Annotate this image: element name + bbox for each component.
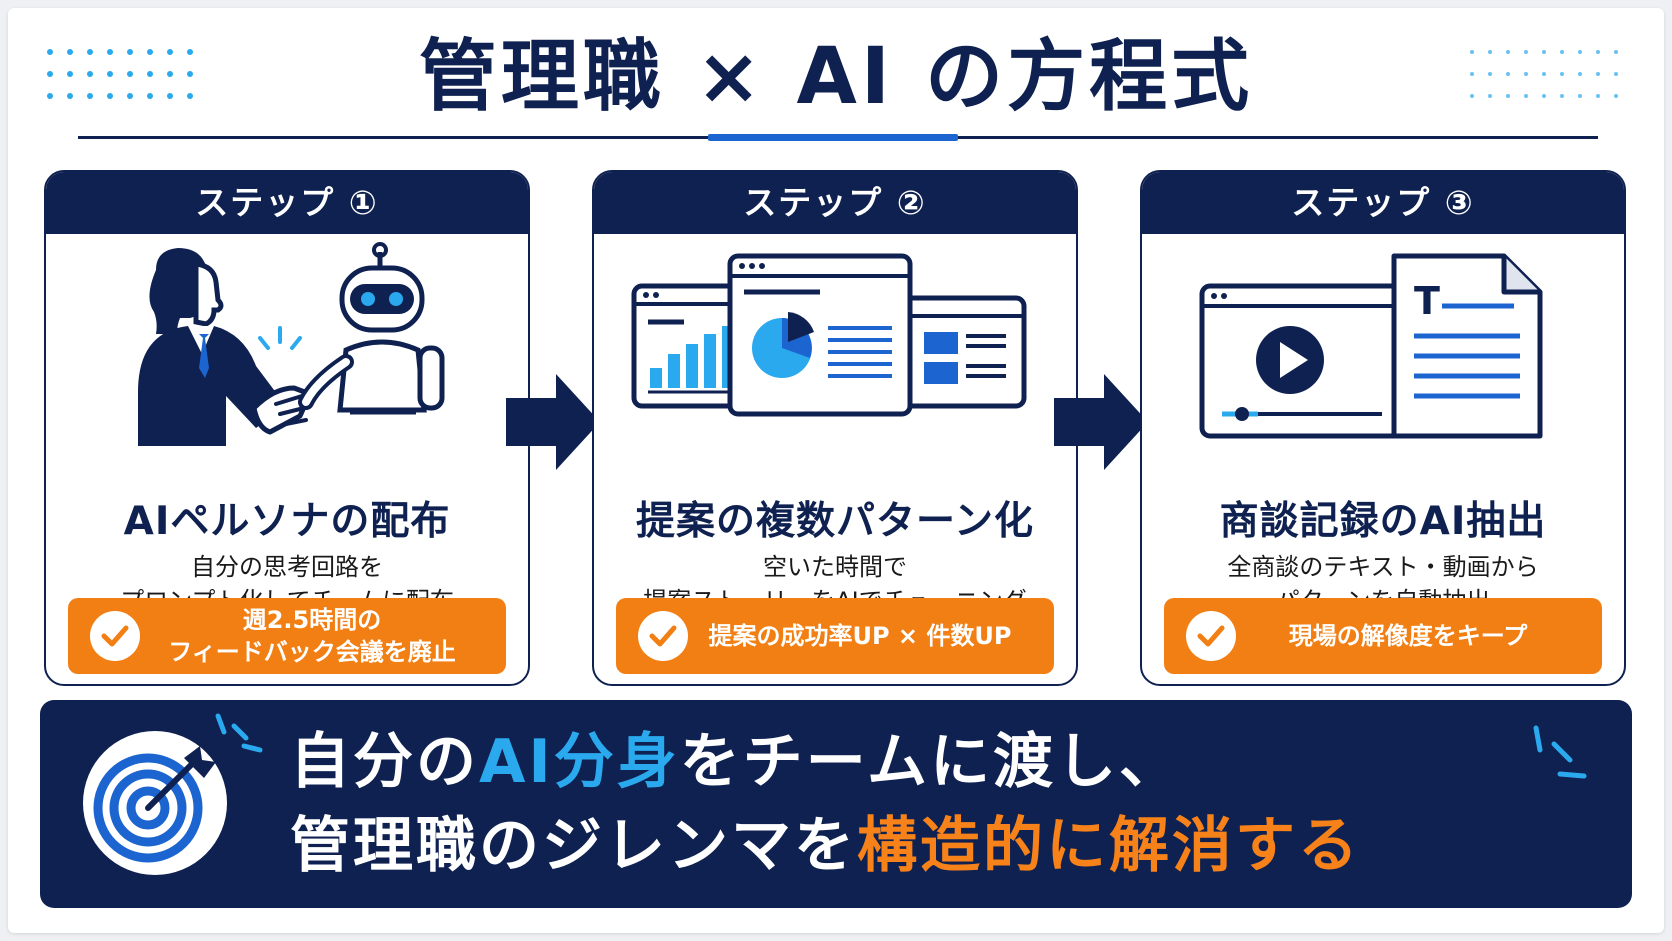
banner-message: 自分のAI分身をチームに渡し、 管理職のジレンマを構造的に解消する [290,720,1562,888]
step-description-line: 自分の思考回路を [191,553,383,581]
step-result: 週2.5時間の フィードバック会議を廃止 [68,598,506,674]
step-result-text: 提案の成功率UP × 件数UP [688,620,1054,652]
step-result: 現場の解像度をキープ [1164,598,1602,674]
step-title: 提案の複数パターン化 [635,499,1035,544]
video-and-document-illustration: T [1199,253,1543,439]
conclusion-banner: 自分のAI分身をチームに渡し、 管理職のジレンマを構造的に解消する [40,700,1632,908]
step-result: 提案の成功率UP × 件数UP [616,598,1054,674]
banner-line-2: 管理職のジレンマを構造的に解消する [290,804,1562,888]
step-result-line: 提案の成功率UP × 件数UP [708,622,1012,650]
dot-grid-left [47,49,193,99]
spark-lines-right [1533,725,1587,779]
svg-text:T: T [1414,279,1440,323]
banner-highlight-orange: 構造的に解消する [857,811,1361,881]
right-arrow-icon [506,374,600,470]
banner-text: をチームに渡し、 [679,727,1182,797]
banner-line-1: 自分のAI分身をチームに渡し、 [290,720,1562,804]
banner-text: 自分の [290,727,479,797]
step-result-line: 週2.5時間の [242,606,382,634]
step-label: ステップ ② [594,172,1076,234]
right-arrow-icon [1054,374,1148,470]
page-title: 管理職 × AI の方程式 [418,32,1254,122]
check-icon [1186,611,1236,661]
step-result-line: 現場の解像度をキープ [1288,622,1528,650]
step-description-line: 全商談のテキスト・動画から [1227,553,1539,581]
step-label: ステップ ① [46,172,528,234]
step-card-2: ステップ ② [592,170,1078,686]
step-result-text: 週2.5時間の フィードバック会議を廃止 [140,604,506,668]
banner-text: 管理職のジレンマを [290,811,857,881]
step-card-1: ステップ ① AIペルソナの配布 [44,170,530,686]
check-icon [90,611,140,661]
step-result-line: フィードバック会議を廃止 [168,638,456,666]
handshake-illustration [138,242,445,446]
step-description-line: 空いた時間で [763,553,907,581]
banner-highlight-blue: AI分身 [479,727,680,797]
step-title: AIペルソナの配布 [123,499,451,544]
slide: 管理職 × AI の方程式 ステップ ① [8,8,1664,933]
spark-lines-left [215,713,263,753]
step-card-3: ステップ ③ T 商談記録のAI抽出 全商談のテキスト・動画から パターンを自動… [1140,170,1626,686]
check-icon [638,611,688,661]
step-result-text: 現場の解像度をキープ [1236,620,1602,652]
dot-grid-right [1470,50,1618,98]
target-icon [83,731,227,875]
dashboard-windows-illustration [631,253,1027,417]
step-title: 商談記録のAI抽出 [1219,499,1547,544]
title-underline-accent [708,134,958,141]
step-label: ステップ ③ [1142,172,1624,234]
